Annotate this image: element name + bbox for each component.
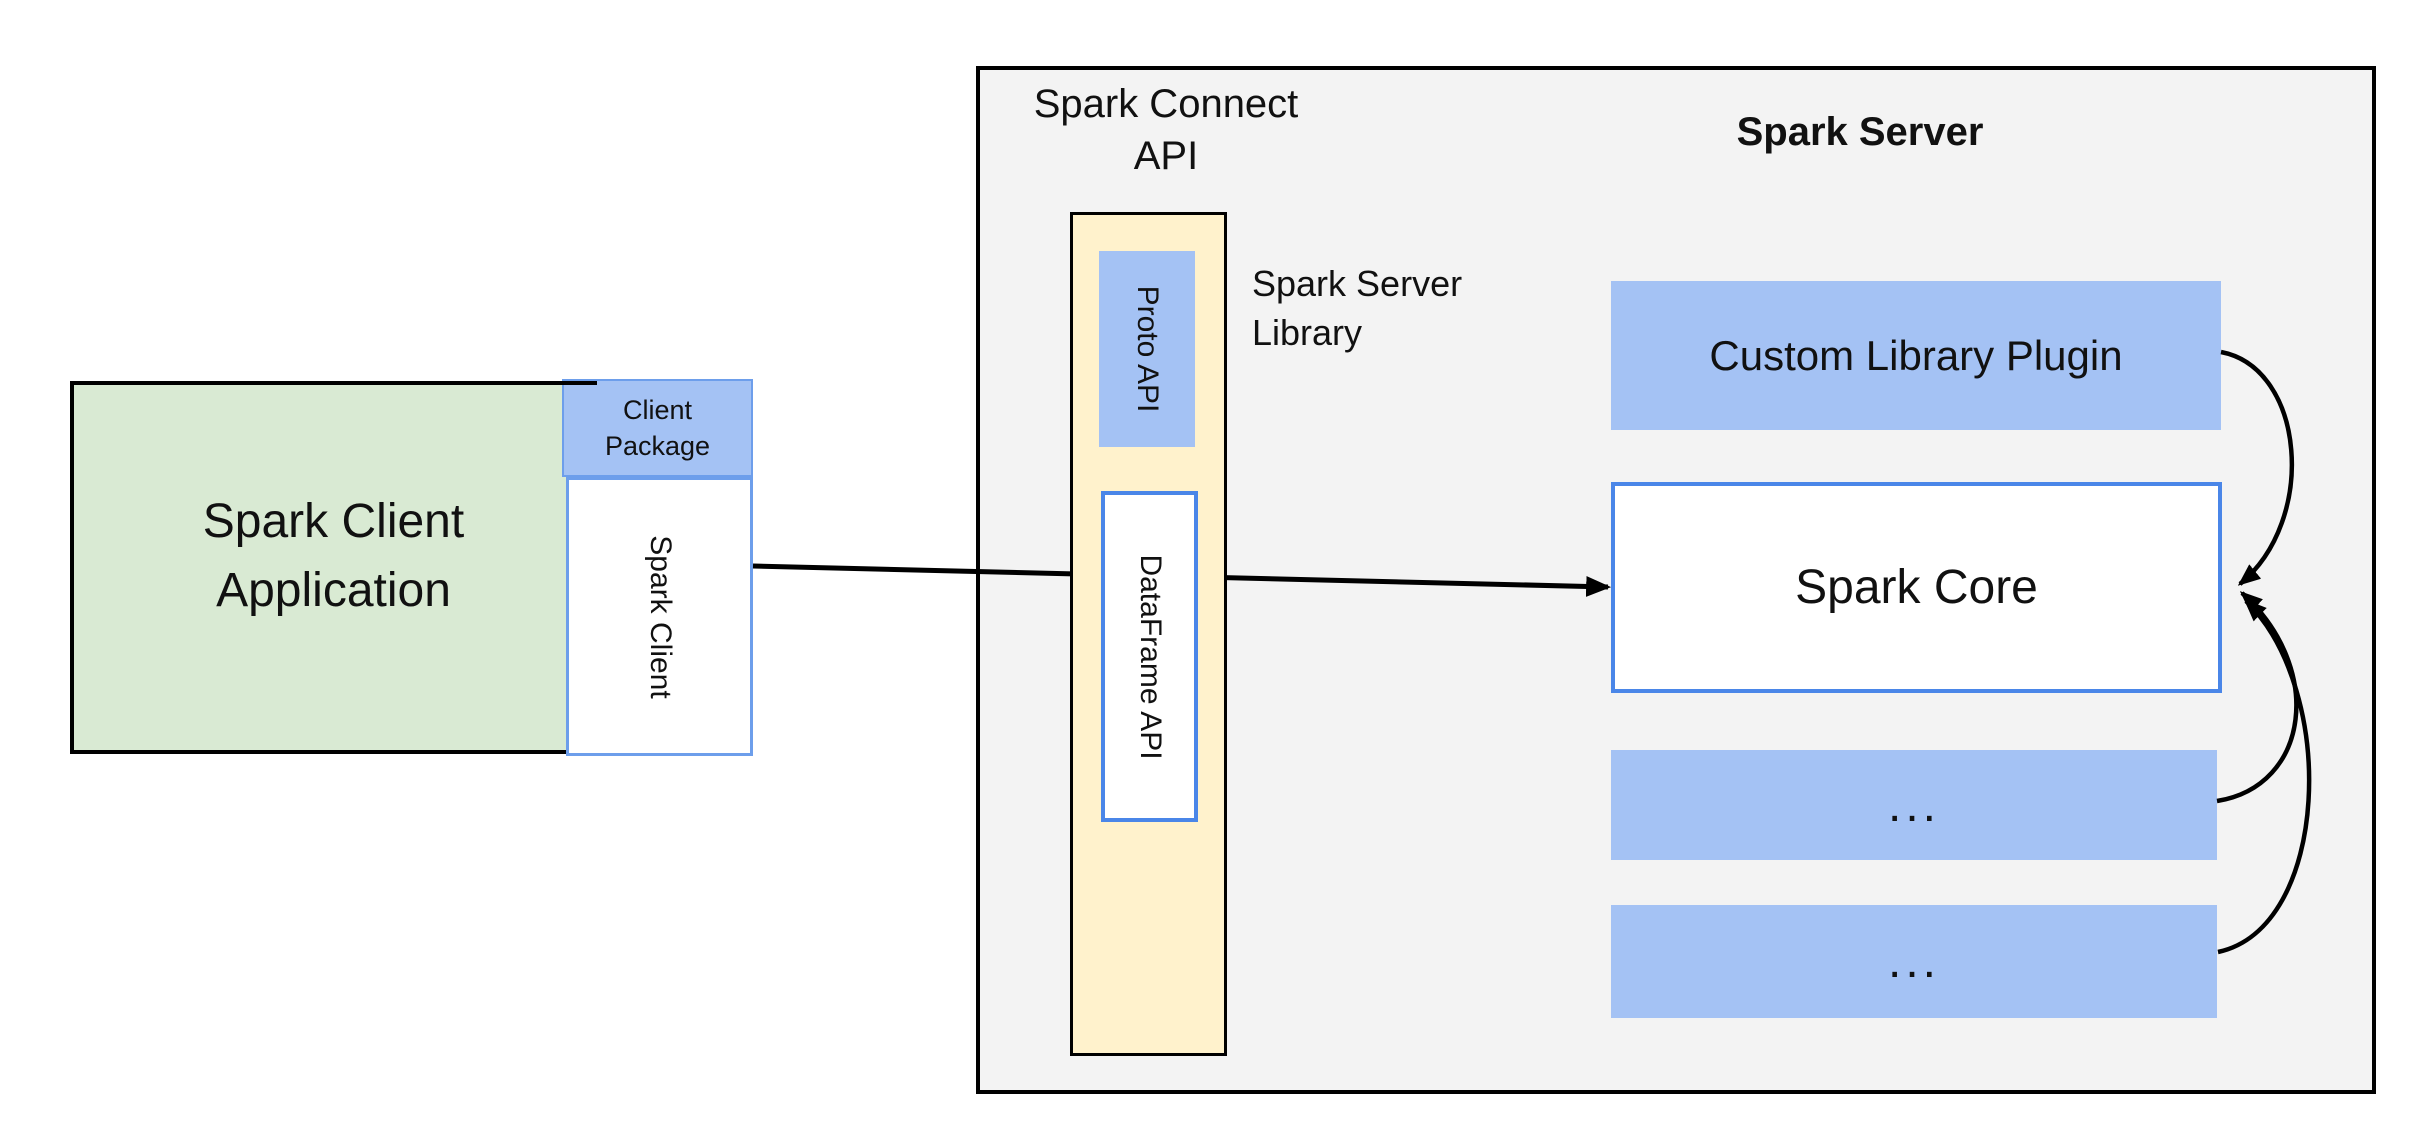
connect-api-label-line2: API [1133, 134, 1199, 178]
placeholder-2-label: ... [1887, 935, 1940, 988]
spark-core-box: Spark Core [1611, 482, 2222, 693]
spark-core-label: Spark Core [1795, 561, 2038, 614]
client-app-label-line2: Application [216, 564, 451, 617]
server-library-label-line1: Spark Server [1252, 263, 1463, 304]
custom-library-plugin-box: Custom Library Plugin [1611, 281, 2221, 430]
proto-api-label: Proto API [1131, 285, 1164, 413]
client-package-box: Client Package [562, 379, 753, 477]
client-package-label-line1: Client [622, 395, 693, 425]
placeholder-1-label: ... [1887, 778, 1940, 832]
plugin-placeholder-box-2: ... [1611, 905, 2217, 1018]
spark-connect-api-label: Spark Connect API [986, 78, 1346, 182]
spark-client-box: Spark Client [566, 477, 753, 756]
spark-server-title: Spark Server [1736, 110, 1984, 154]
spark-client-label: Spark Client [643, 534, 677, 699]
spark-client-application-label: Spark Client Application [70, 487, 597, 625]
client-app-border-segment [562, 381, 597, 385]
spark-server-library-label: Spark Server Library [1252, 259, 1462, 357]
dataframe-api-label: DataFrame API [1133, 553, 1167, 760]
server-library-label-line2: Library [1252, 312, 1363, 353]
custom-library-plugin-label: Custom Library Plugin [1709, 331, 2123, 379]
proto-api-box: Proto API [1099, 251, 1195, 447]
spark-client-application-box [70, 381, 597, 754]
plugin-placeholder-box-1: ... [1611, 750, 2217, 860]
dataframe-api-box: DataFrame API [1101, 491, 1198, 822]
connect-api-label-line1: Spark Connect [1033, 82, 1299, 126]
client-package-label-line2: Package [604, 431, 711, 461]
client-app-label-line1: Spark Client [202, 495, 465, 548]
